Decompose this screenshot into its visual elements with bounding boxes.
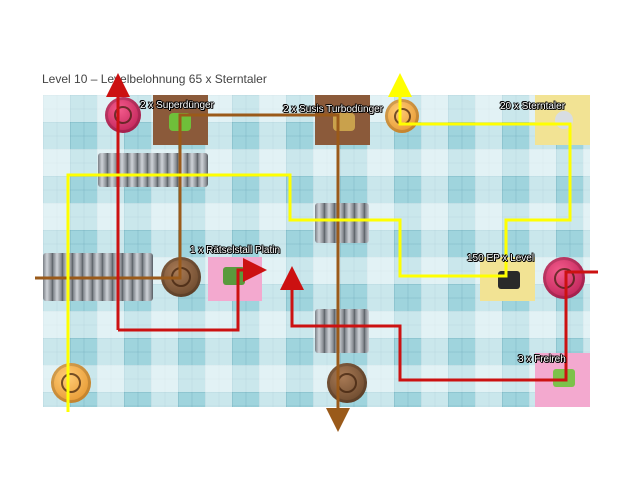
- yellow-end-coin[interactable]: [51, 363, 91, 403]
- reward-label-freireh: 3 x Freireh: [518, 354, 566, 365]
- reward-label-raetselstall: 1 x Rätselstall Platin: [190, 245, 281, 256]
- red-end-coin[interactable]: [543, 257, 585, 299]
- reward-label-sterntaler: 20 x Sterntaler: [500, 101, 566, 112]
- fence-lower-middle: [315, 309, 369, 353]
- red-path-2: [118, 258, 267, 332]
- fence-middle: [315, 203, 369, 243]
- red-start-coin[interactable]: [105, 97, 141, 133]
- reward-label-ep: 150 EP x Level: [467, 253, 535, 264]
- yellow-path: [66, 73, 572, 412]
- red-path-3: [280, 266, 598, 382]
- freireh-item: [553, 369, 575, 387]
- reward-label-turbo: 2 x Susis Turbodünger: [283, 104, 384, 115]
- reward-label-superduenger: 2 x Superdünger: [140, 100, 214, 111]
- level-caption: Level 10 – Levelbelohnung 65 x Sterntale…: [42, 72, 267, 86]
- brown-path: [35, 113, 350, 432]
- brown-end-coin[interactable]: [327, 363, 367, 403]
- fence-top-left: [98, 153, 208, 187]
- game-board[interactable]: [43, 95, 590, 407]
